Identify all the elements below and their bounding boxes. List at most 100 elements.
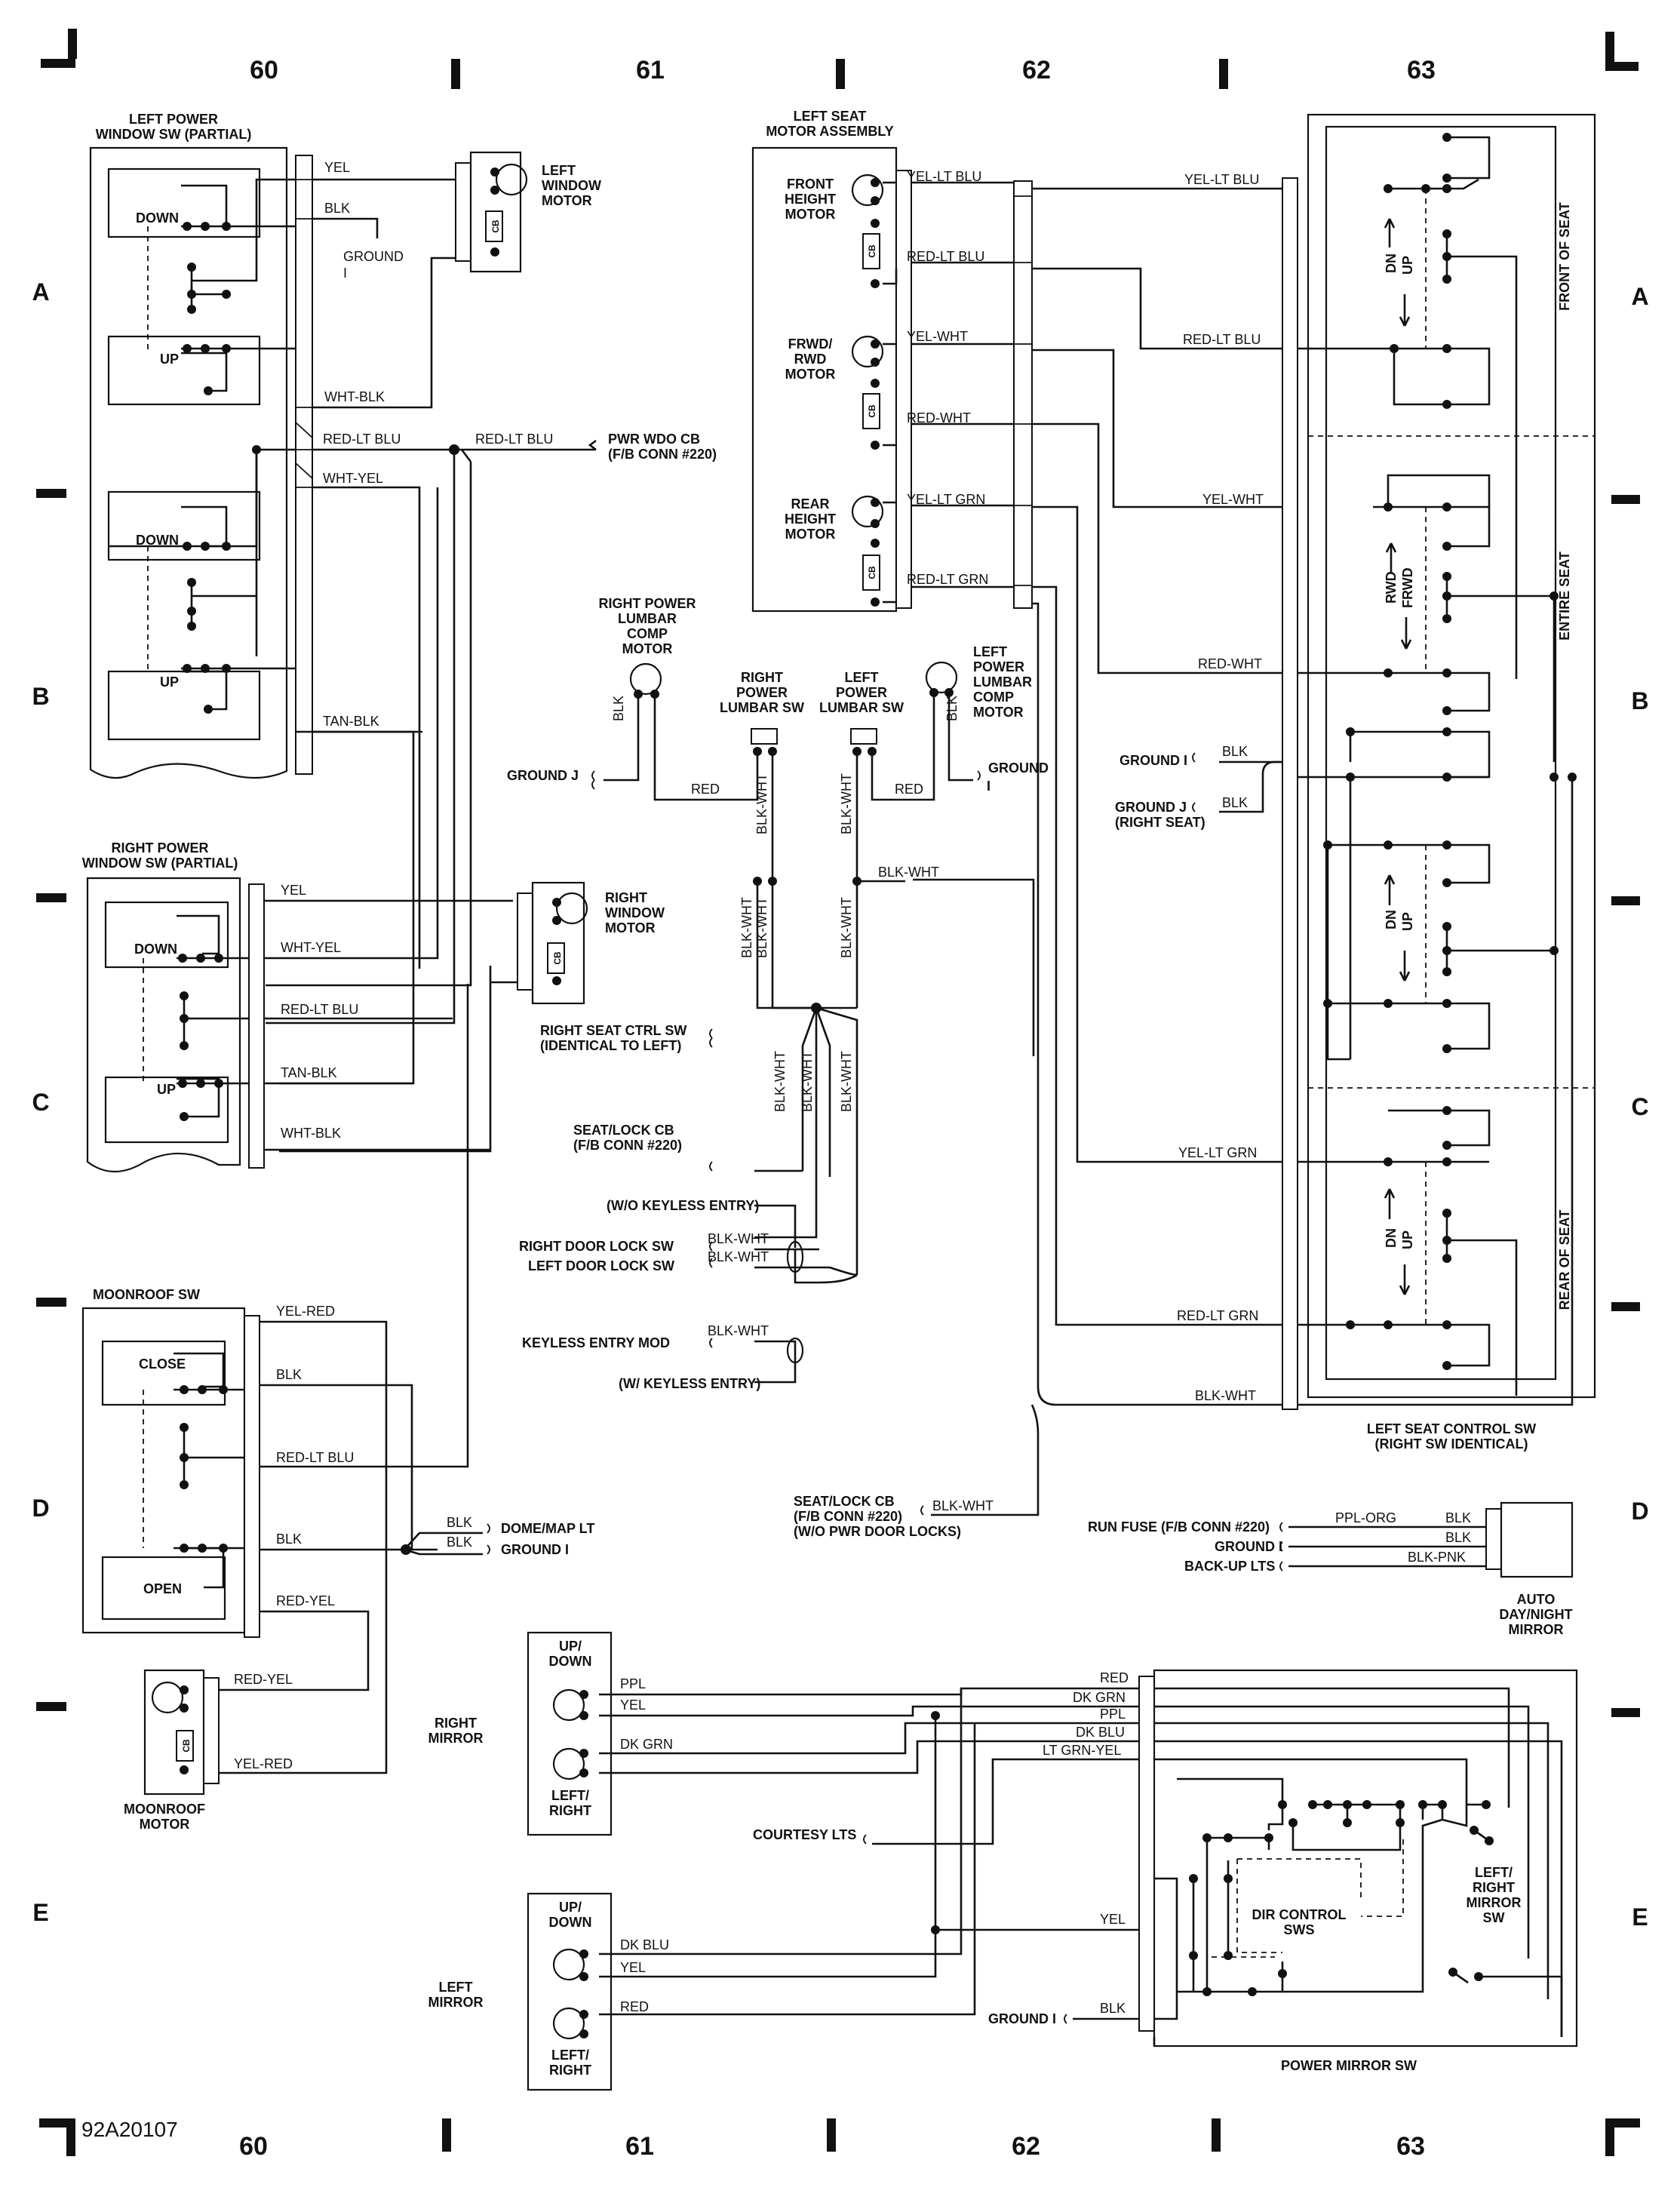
- wire-blk-wht-13: BLK-WHT: [708, 1323, 769, 1338]
- moonroof-motor-cb: CB: [181, 1739, 192, 1753]
- row-label-c: C: [32, 1089, 49, 1116]
- keyless-entry-mod-label: KEYLESS ENTRY MOD: [522, 1335, 670, 1350]
- dn-label-2: DN: [1384, 910, 1399, 929]
- wire-yel-lt-blu-1: YEL-LT BLU: [907, 169, 981, 184]
- wire-red-4: RED: [620, 1999, 649, 2014]
- right-mirror-left-right: LEFT/RIGHT: [549, 1788, 591, 1818]
- wire-yel-4: YEL: [1100, 1912, 1126, 1927]
- wire-blk-wht-8: BLK-WHT: [772, 1051, 788, 1112]
- wire-dk-blu-2: DK BLU: [620, 1937, 669, 1952]
- ground-i-mirror-sw: GROUND I: [988, 2011, 1056, 2026]
- right-door-lock-sw-label: RIGHT DOOR LOCK SW: [519, 1239, 674, 1254]
- wire-red-lt-blu-4: RED-LT BLU: [276, 1450, 354, 1465]
- row-label-e-right: E: [1632, 1903, 1648, 1931]
- pwr-wdo-cb-label: PWR WDO CB(F/B CONN #220): [608, 432, 717, 462]
- wire-blk-6: BLK: [1222, 744, 1248, 759]
- wire-red-2: RED: [895, 782, 923, 797]
- wire-red-lt-grn-2: RED-LT GRN: [1177, 1308, 1258, 1323]
- wire-yel-wht-2: YEL-WHT: [1202, 492, 1264, 507]
- wire-yel-lt-grn-2: YEL-LT GRN: [1178, 1145, 1257, 1160]
- wire-blk-wht-2: BLK-WHT: [754, 773, 769, 834]
- col-label-63-bottom: 63: [1396, 2132, 1425, 2161]
- row-label-d: D: [32, 1495, 49, 1522]
- wire-tan-blk-1: TAN-BLK: [323, 714, 379, 729]
- wire-blk-5: BLK: [447, 1535, 472, 1550]
- up-label-2: UP: [1400, 912, 1415, 931]
- row-label-a-right: A: [1631, 283, 1648, 310]
- wire-yel-wht-1: YEL-WHT: [907, 329, 968, 344]
- wire-dk-blu-1: DK BLU: [1076, 1725, 1125, 1740]
- wire-blk-3: BLK: [276, 1532, 302, 1547]
- ground-j-right-seat: GROUND J(RIGHT SEAT): [1115, 800, 1205, 830]
- wire-blk-wht-9: BLK-WHT: [800, 1051, 815, 1112]
- left-window-down-label: DOWN: [136, 210, 179, 226]
- wire-blk-wht-11: BLK-WHT: [708, 1231, 769, 1246]
- right-window-up-label: UP: [157, 1082, 176, 1097]
- col-label-63: 63: [1407, 56, 1436, 84]
- wo-keyless-label: (W/O KEYLESS ENTRY): [607, 1198, 759, 1213]
- row-label-c-right: C: [1631, 1093, 1648, 1120]
- wire-blk-wht-4: BLK-WHT: [878, 865, 939, 880]
- right-window-motor-cb: CB: [552, 951, 563, 965]
- ground-i-mirror: GROUND I: [1215, 1539, 1282, 1554]
- moonroof-close-label: CLOSE: [139, 1356, 186, 1372]
- wire-blk-wht-14: BLK-WHT: [932, 1498, 994, 1513]
- col-label-60: 60: [250, 56, 278, 84]
- wire-red-lt-grn-1: RED-LT GRN: [907, 572, 988, 587]
- wire-blk-8: BLK: [611, 696, 626, 721]
- moonroof-sw-title: MOONROOF SW: [93, 1287, 200, 1302]
- col-label-60-bottom: 60: [239, 2132, 268, 2161]
- wire-blk-wht-6: BLK-WHT: [754, 897, 769, 958]
- wire-ppl-2: PPL: [1100, 1707, 1126, 1722]
- ground-i-seat: GROUND I: [1119, 753, 1187, 768]
- col-label-61-bottom: 61: [625, 2132, 654, 2161]
- up-label-1: UP: [1400, 256, 1415, 275]
- wire-blk-wht-1: BLK-WHT: [1195, 1388, 1256, 1403]
- moonroof-switch: MOONROOF SW CLOSE OPEN: [81, 1287, 260, 1638]
- col-label-62-bottom: 62: [1012, 2132, 1040, 2161]
- wire-blk-pnk: BLK-PNK: [1408, 1550, 1466, 1565]
- wire-ppl-org: PPL-ORG: [1335, 1510, 1396, 1525]
- ground-j-label: GROUND J: [507, 768, 579, 783]
- moonroof-open-label: OPEN: [143, 1581, 182, 1596]
- wire-blk-wht-3: BLK-WHT: [839, 773, 854, 834]
- row-label-b-right: B: [1631, 687, 1648, 714]
- wire-blk-9: BLK: [944, 696, 960, 721]
- ground-i-lumbar-sub: I: [987, 779, 990, 794]
- wire-dk-grn-1: DK GRN: [620, 1737, 673, 1752]
- wire-blk-wht-7: BLK-WHT: [839, 897, 854, 958]
- seat-lock-cb-2-label: SEAT/LOCK CB(F/B CONN #220)(W/O PWR DOOR…: [794, 1494, 961, 1539]
- wire-blk-11: BLK: [1445, 1530, 1471, 1545]
- wire-blk-4: BLK: [447, 1515, 472, 1530]
- dn-label-3: DN: [1384, 1228, 1399, 1248]
- dome-map-lt-label: DOME/MAP LT: [501, 1521, 594, 1536]
- left-mirror-up-down: UP/DOWN: [549, 1900, 592, 1930]
- wire-red-lt-blu-1: RED-LT BLU: [323, 432, 401, 447]
- row-label-e: E: [32, 1899, 48, 1926]
- wire-blk-wht-10: BLK-WHT: [839, 1051, 854, 1112]
- ground-i-lumbar: GROUND: [988, 760, 1049, 776]
- wire-ppl-1: PPL: [620, 1676, 646, 1691]
- courtesy-lts-label: COURTESY LTS: [753, 1827, 856, 1842]
- wire-yel-5: YEL: [620, 1960, 646, 1975]
- right-mirror-up-down: UP/DOWN: [549, 1639, 592, 1669]
